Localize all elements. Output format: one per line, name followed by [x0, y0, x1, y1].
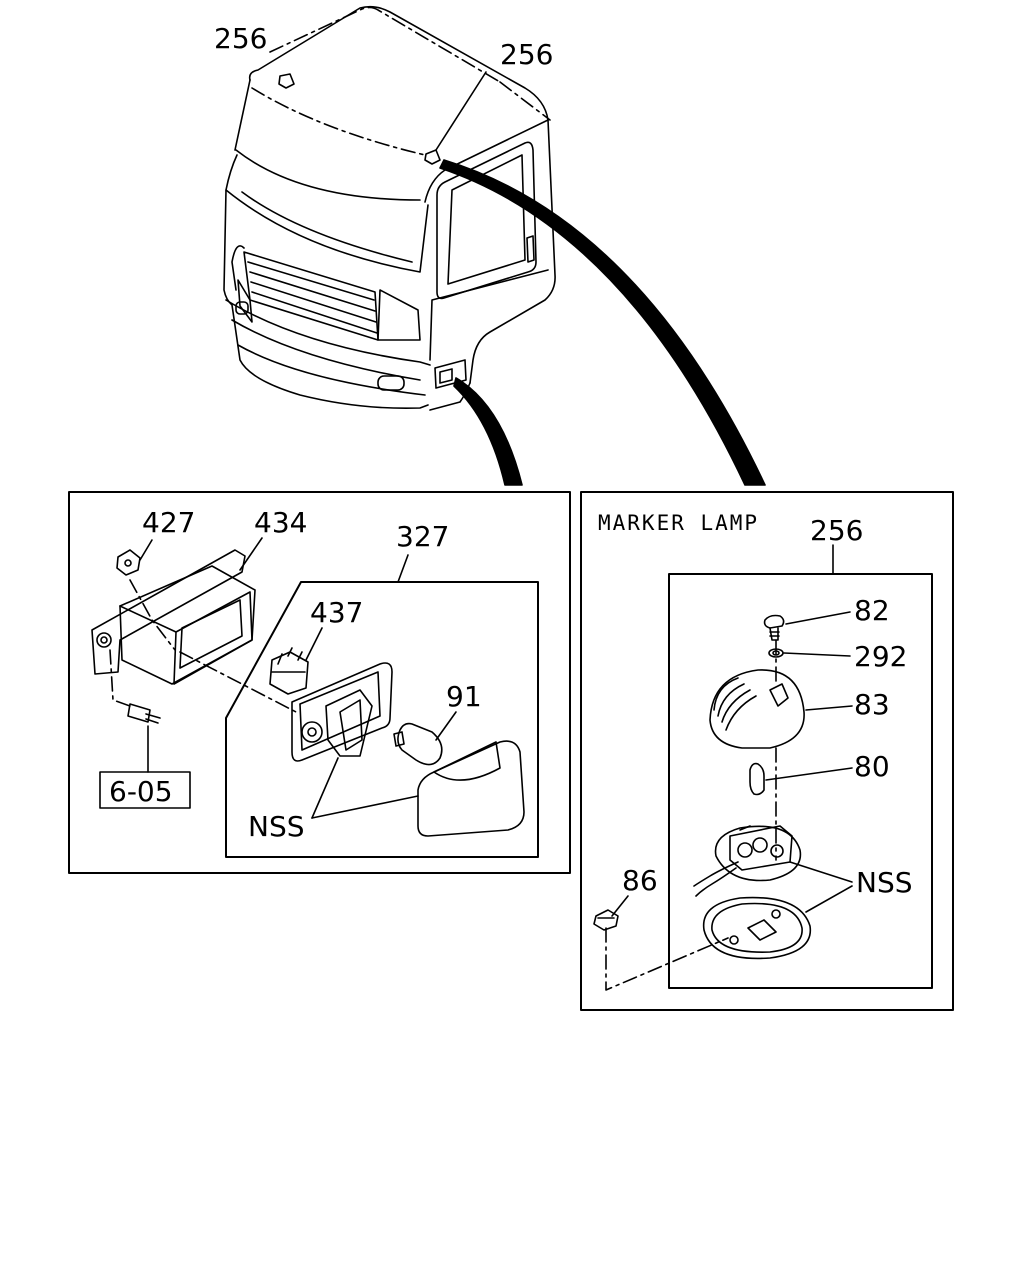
socket-437 — [269, 647, 309, 695]
marker-lamp-panel — [580, 491, 954, 1011]
label-292: 292 — [854, 640, 907, 673]
label-91: 91 — [446, 680, 482, 713]
label-nss-right: NSS — [856, 866, 913, 899]
bolt-6-05 — [127, 703, 161, 724]
truck-cab — [223, 5, 556, 411]
label-256-right-panel: 256 — [810, 514, 863, 547]
label-80: 80 — [854, 750, 890, 783]
leader-256-right — [435, 71, 487, 151]
bulb-80 — [749, 762, 765, 796]
lens — [417, 740, 525, 837]
label-256-top-right: 256 — [500, 38, 553, 71]
label-327: 327 — [396, 520, 449, 553]
label-nss-left: NSS — [248, 810, 305, 843]
label-83: 83 — [854, 688, 890, 721]
leader-256-top — [269, 6, 501, 83]
label-86: 86 — [622, 864, 658, 897]
label-256-top-left: 256 — [214, 22, 267, 55]
screw-82 — [763, 614, 785, 641]
label-434: 434 — [254, 506, 307, 539]
label-427: 427 — [142, 506, 195, 539]
labels: 256 256 427 434 327 437 91 6-05 NSS MARK… — [109, 22, 913, 899]
side-lamp-panel — [68, 491, 571, 874]
lamp-housing — [291, 662, 393, 762]
bulb-91 — [393, 722, 443, 766]
nut-427 — [116, 549, 141, 576]
arrow-to-side-lamp — [453, 377, 523, 486]
subassembly-327-box — [225, 581, 539, 858]
marker-lamp-assembly-box — [668, 573, 933, 989]
arrow-to-marker-lamp — [439, 159, 766, 486]
label-437: 437 — [310, 596, 363, 629]
bracket-434 — [91, 549, 256, 685]
label-82: 82 — [854, 594, 890, 627]
dome-lens-83 — [709, 669, 805, 749]
gasket-plate — [702, 896, 812, 960]
lamp-socket-base — [693, 825, 802, 897]
nut-86 — [593, 909, 619, 931]
label-6-05: 6-05 — [109, 775, 173, 808]
panel-title-marker-lamp: MARKER LAMP — [598, 511, 759, 535]
